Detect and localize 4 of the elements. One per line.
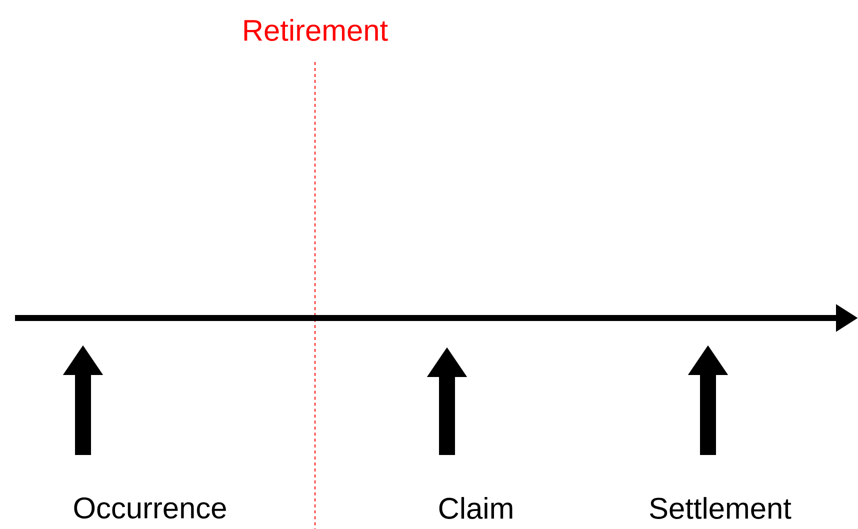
event-label: Settlement bbox=[650, 497, 792, 519]
event-label: Occurrence bbox=[74, 497, 226, 519]
marker-label: Retirement bbox=[244, 19, 388, 41]
event-label: Claim bbox=[439, 497, 512, 519]
